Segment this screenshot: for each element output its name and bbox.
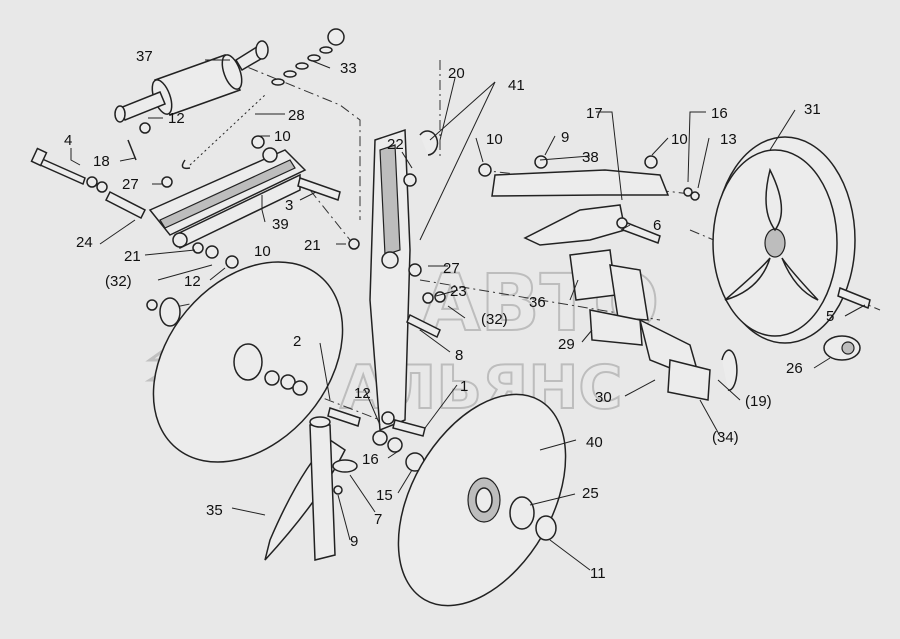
callout-29: 29 [558,336,575,353]
scraper-blocks [569,249,738,401]
callout-21: 21 [304,237,321,254]
bracket-plate [478,155,700,246]
spring [181,94,266,170]
callout-12: 12 [168,110,185,127]
callout-9: 9 [561,129,569,146]
callout-18: 18 [93,153,110,170]
callout-1: 1 [460,378,468,395]
arm-bolts [327,238,446,472]
callout-7: 7 [374,511,382,528]
linkage-frame [148,147,341,250]
callout-28: 28 [288,107,305,124]
press-wheel [712,136,871,361]
callout-37: 37 [136,48,153,65]
callout-24: 24 [76,234,93,251]
coulter-post [264,416,358,561]
left-disc [146,261,344,463]
callout-12: 12 [354,385,371,402]
callout-27: 27 [443,260,460,277]
callout-5: 5 [826,308,834,325]
callout-25: 25 [582,485,599,502]
callout-32: (32) [105,273,132,290]
callout-21: 21 [124,248,141,265]
callout-10: 10 [274,128,291,145]
callout-32: (32) [481,311,508,328]
callout-30: 30 [595,389,612,406]
callout-41: 41 [508,77,525,94]
callout-34: (34) [712,429,739,446]
upper-left-hardware [30,122,173,220]
callout-10: 10 [254,243,271,260]
callout-12: 12 [184,273,201,290]
callout-9: 9 [350,533,358,550]
callout-16: 16 [362,451,379,468]
callout-8: 8 [455,347,463,364]
callout-17: 17 [586,105,603,122]
callout-23: 23 [450,283,467,300]
callout-10: 10 [486,131,503,148]
callout-labels: 37 33 12 28 4 18 10 27 3 39 24 21 10 (32… [64,48,834,582]
callout-38: 38 [582,149,599,166]
callout-31: 31 [804,101,821,118]
callout-16: 16 [711,105,728,122]
callout-39: 39 [272,216,289,233]
callout-20: 20 [448,65,465,82]
callout-11: 11 [590,565,606,582]
callout-13: 13 [720,131,737,148]
linkage-washers [192,135,265,269]
callout-15: 15 [376,487,393,504]
callout-4: 4 [64,132,72,149]
leader-lines [70,59,866,571]
right-disc [397,393,567,607]
callout-35: 35 [206,502,223,519]
callout-33: 33 [340,60,357,77]
callout-36: 36 [529,294,546,311]
callout-40: 40 [586,434,603,451]
hydraulic-cylinder [114,40,269,123]
callout-3: 3 [285,197,293,214]
callout-10: 10 [671,131,688,148]
chain [271,28,345,86]
callout-22: 22 [387,136,404,153]
callout-26: 26 [786,360,803,377]
callout-27: 27 [122,176,139,193]
callout-6: 6 [653,217,661,234]
callout-19: (19) [745,393,772,410]
callout-2: 2 [293,333,301,350]
